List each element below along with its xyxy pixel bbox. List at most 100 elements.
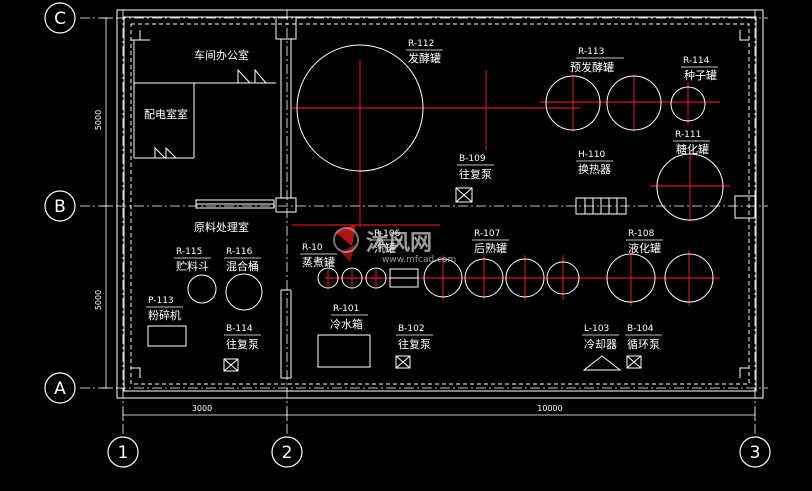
crusher-p113-shape [147,325,187,347]
equip-code-r114: R-114 [683,56,710,66]
axis-label-1: 1 [118,443,129,463]
dim-bottom-left: 3000 [192,404,212,413]
tank-r107d-shape [546,261,580,295]
equip-name-r101: 冷水箱 [330,317,363,331]
equip-name-h110: 换热器 [578,162,611,176]
equip-name-r106: 汽罐 [374,241,396,255]
equip-name-r113: 预发酵罐 [570,60,614,74]
cooker-2-shape [341,267,363,289]
tank-r113a-shape [545,75,601,131]
axis-grid [80,10,768,435]
tank-r112-shape [296,44,424,172]
cooker-1-shape [317,267,339,289]
equip-code-b109: B-109 [459,154,486,164]
equip-code-r115: R-115 [176,247,202,257]
inner-dashed-outline [130,23,750,385]
outer-wall-interior [123,16,757,392]
axis-label-3: 3 [750,443,761,463]
column-top-2 [275,16,297,40]
equip-name-b114: 往复泵 [226,337,259,351]
equip-code-r105: R-10 [302,243,323,253]
axis-labels: C B A 1 2 3 [54,9,760,463]
equip-name-r114: 种子罐 [684,68,717,82]
equip-name-r111: 糖化罐 [676,142,709,156]
dim-left-upper: 5000 [94,110,103,130]
equip-name-r108: 液化罐 [628,241,661,255]
centerlines [292,60,730,306]
equip-name-p113: 粉碎机 [148,308,181,322]
tank-r113b-shape [606,75,662,131]
watermark: 沐风网 www.mfcad.com [333,224,456,265]
watermark-logo-icon [333,224,359,262]
equip-code-r116: R-116 [226,247,253,257]
equip-code-r107: R-107 [474,229,500,239]
equip-code-l103: L-103 [584,324,609,334]
room-labels: 车间办公室 配电室室 原料处理室 [144,48,249,234]
pump-b104-shape [626,355,642,369]
equip-code-b102: B-102 [398,324,425,334]
equip-code-b114: B-114 [226,324,253,334]
equip-code-r108: R-108 [628,229,655,239]
tank-r114-shape [670,86,706,122]
equip-name-b109: 往复泵 [459,167,492,181]
dimension-lines [101,17,756,420]
cooler-l103-shape [582,355,622,371]
drum-r116-shape [225,273,263,311]
equipment-shapes [147,44,724,372]
column-mid-2 [275,197,297,213]
cooker-3-shape [365,267,387,289]
axis-label-b: B [54,197,66,217]
equip-name-r107: 后熟罐 [474,241,507,255]
room-label-workshop-office: 车间办公室 [194,48,249,62]
axis-bubble-a [44,372,76,404]
equip-code-p113: P-113 [148,296,174,306]
equip-name-b102: 往复泵 [398,337,431,351]
dim-left-lower: 5000 [94,290,103,310]
equipment-labels: R-112 发酵罐 R-113 预发酵罐 R-114 种子罐 R-111 糖化罐… [148,39,717,351]
tank-r108b-shape [664,253,714,303]
tank-r108a-shape [606,253,656,303]
equip-code-r111: R-111 [675,130,701,140]
watermark-text: 沐风网 [366,231,432,256]
tank-r107c-shape [505,258,545,298]
axis-bubble-b [44,190,76,222]
axis-bubble-3 [739,436,771,468]
axis-bubble-2 [271,436,303,468]
pump-b114-shape [223,358,239,372]
pump-b109-shape [455,187,473,203]
equip-code-h110: H-110 [578,150,605,160]
axis-label-c: C [54,9,66,29]
pump-b102-shape [395,355,411,369]
equip-name-r116: 混合桶 [226,259,259,273]
axis-bubble-1 [107,436,139,468]
tank-r107a-shape [423,258,463,298]
equip-name-b104: 循环泵 [627,338,660,351]
room-label-power-room: 配电室室 [144,107,188,121]
equip-name-l103: 冷却器 [584,338,617,351]
axis-label-2: 2 [282,443,293,463]
axis-label-a: A [54,379,66,399]
label-underlines [146,49,718,336]
tank-r111-shape [656,153,724,221]
equip-name-r115: 贮料斗 [176,259,209,273]
equip-code-r113: R-113 [578,47,604,57]
axis-bubbles [44,2,771,468]
column-mid-3 [734,195,756,219]
room-label-raw-material: 原料处理室 [194,220,249,234]
walls [116,9,764,399]
equip-code-r106: R-106 [374,229,401,239]
hopper-r115-shape [187,274,217,304]
dim-bottom-right: 10000 [537,404,562,413]
watermark-sub: www.mfcad.com [382,255,456,265]
axis-bubble-c [44,2,76,34]
equip-name-r105: 蒸煮罐 [302,256,335,269]
tank-r107b-shape [464,258,504,298]
equip-code-b104: B-104 [627,324,654,334]
equip-code-r101: R-101 [333,304,359,314]
equip-code-r112: R-112 [408,39,434,49]
outer-wall-exterior [116,9,764,399]
cold-tank-r101-shape [317,334,371,368]
equip-name-r112: 发酵罐 [408,51,441,65]
